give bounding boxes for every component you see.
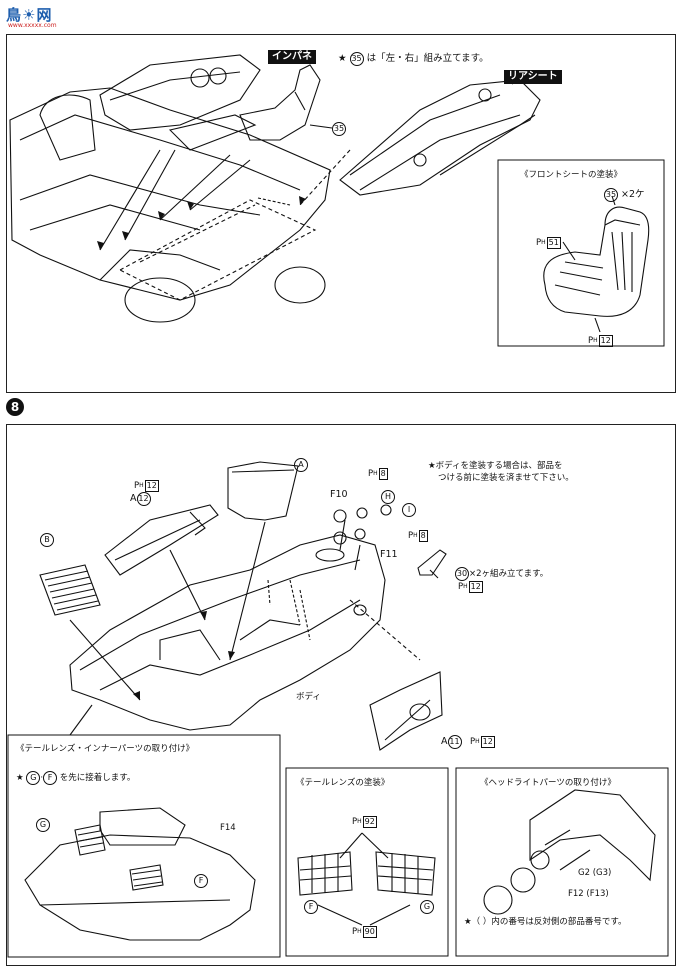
top-note: ★ 35 は「左・右」組み立てます。 xyxy=(338,52,489,66)
tail-inner-note: ★ G·F を先に接着します。 xyxy=(16,771,136,785)
tail-inner-note-g: G xyxy=(26,771,41,785)
part-F11: F11 xyxy=(380,549,398,560)
tail-inner-g-label: G xyxy=(36,818,50,832)
headlight-note: ★（ ）内の番号は反対側の部品番号です。 xyxy=(464,917,627,927)
part-A12-badge: 12 xyxy=(136,492,151,506)
ph-12-part30-num: 12 xyxy=(468,581,483,593)
tail-lens-inset-title: 《テールレンズの塗装》 xyxy=(296,778,390,788)
part-F10: F10 xyxy=(330,489,348,500)
body-label: ボディ xyxy=(296,692,321,702)
ph-12-door-left-num: 12 xyxy=(144,480,159,492)
headlight-g2-label: G2 (G3) xyxy=(578,868,612,878)
ph-12-A11-num: 12 xyxy=(480,736,495,748)
ph-12-num: 12 xyxy=(598,335,613,347)
part-A11-badge: 11 xyxy=(447,735,462,749)
tail-inner-note-f: F xyxy=(43,771,58,785)
inset-part-qty: ×2ケ xyxy=(621,189,645,200)
headlight-f12-label: F12 (F13) xyxy=(568,889,609,899)
paint-note-line2: つける前に塗装を済ませて下さい。 xyxy=(438,473,574,483)
seat-part-35-badge: 35 xyxy=(332,122,346,136)
top-note-part-35: 35 xyxy=(349,52,364,66)
part-30-note: 30×2ヶ組み立てます。 xyxy=(455,567,548,581)
part-30-text: ×2ヶ組み立てます。 xyxy=(469,569,549,579)
part-B-badge: B xyxy=(40,533,54,547)
ph-90-num: 90 xyxy=(362,926,377,938)
part-I-badge: I xyxy=(402,503,416,517)
logo-text: 鳥☀网 xyxy=(6,6,53,24)
tail-inner-g-badge: G xyxy=(36,818,50,832)
top-note-star: ★ xyxy=(338,53,347,64)
ph-51-num: 51 xyxy=(546,237,561,249)
tail-inner-f14-label: F14 xyxy=(220,823,236,833)
part-H-badge: H xyxy=(381,490,395,504)
rear-seat-label: リアシート xyxy=(504,70,562,84)
tail-inner-f-label: F xyxy=(194,874,208,888)
seat-part-35: 35 xyxy=(332,122,346,136)
ph-8-right-num: 8 xyxy=(418,530,428,542)
bottom-step-frame xyxy=(6,424,676,966)
ph-51-sub: H xyxy=(541,239,546,246)
ph-51-prefix: P xyxy=(536,237,542,248)
headlight-inset-title: 《ヘッドライトパーツの取り付け》 xyxy=(480,778,616,788)
part-A-badge: A xyxy=(294,458,308,472)
top-note-text: は「左・右」組み立てます。 xyxy=(366,53,489,64)
impane-label: インパネ xyxy=(268,50,316,64)
tail-inner-note-star: ★ xyxy=(16,773,24,783)
site-logo: 鳥☀网 www.xxxxx.com xyxy=(4,4,68,30)
part-H: H xyxy=(381,490,395,504)
part-I: I xyxy=(402,503,416,517)
step-number-8: 8 xyxy=(6,398,24,416)
tail-lens-f-badge: F xyxy=(304,900,318,914)
tail-inner-f-badge: F xyxy=(194,874,208,888)
tail-inner-note-text: を先に接着します。 xyxy=(59,773,136,783)
part-A-window: A xyxy=(294,458,308,472)
paint-note-line1: ★ボディを塗装する場合は、部品を xyxy=(428,461,563,471)
logo-url: www.xxxxx.com xyxy=(8,22,57,29)
front-seat-inset-title: 《フロントシートの塗装》 xyxy=(520,170,623,180)
tail-inner-inset-title: 《テールレンズ・インナーパーツの取り付け》 xyxy=(16,744,195,754)
inset-part-35-badge: 35 xyxy=(604,188,618,202)
tail-lens-f-label: F xyxy=(304,900,318,914)
ph-92-num: 92 xyxy=(362,816,377,828)
tail-lens-g-badge: G xyxy=(420,900,434,914)
top-step-frame xyxy=(6,34,676,393)
ph-12-prefix: P xyxy=(588,335,594,346)
part-B-mat: B xyxy=(40,533,54,547)
part-30-badge: 30 xyxy=(455,567,469,581)
ph-12-sub: H xyxy=(593,337,598,344)
ph-8-top-num: 8 xyxy=(378,468,388,480)
inset-part-35: 35 ×2ケ xyxy=(604,188,645,202)
tail-lens-g-label: G xyxy=(420,900,434,914)
